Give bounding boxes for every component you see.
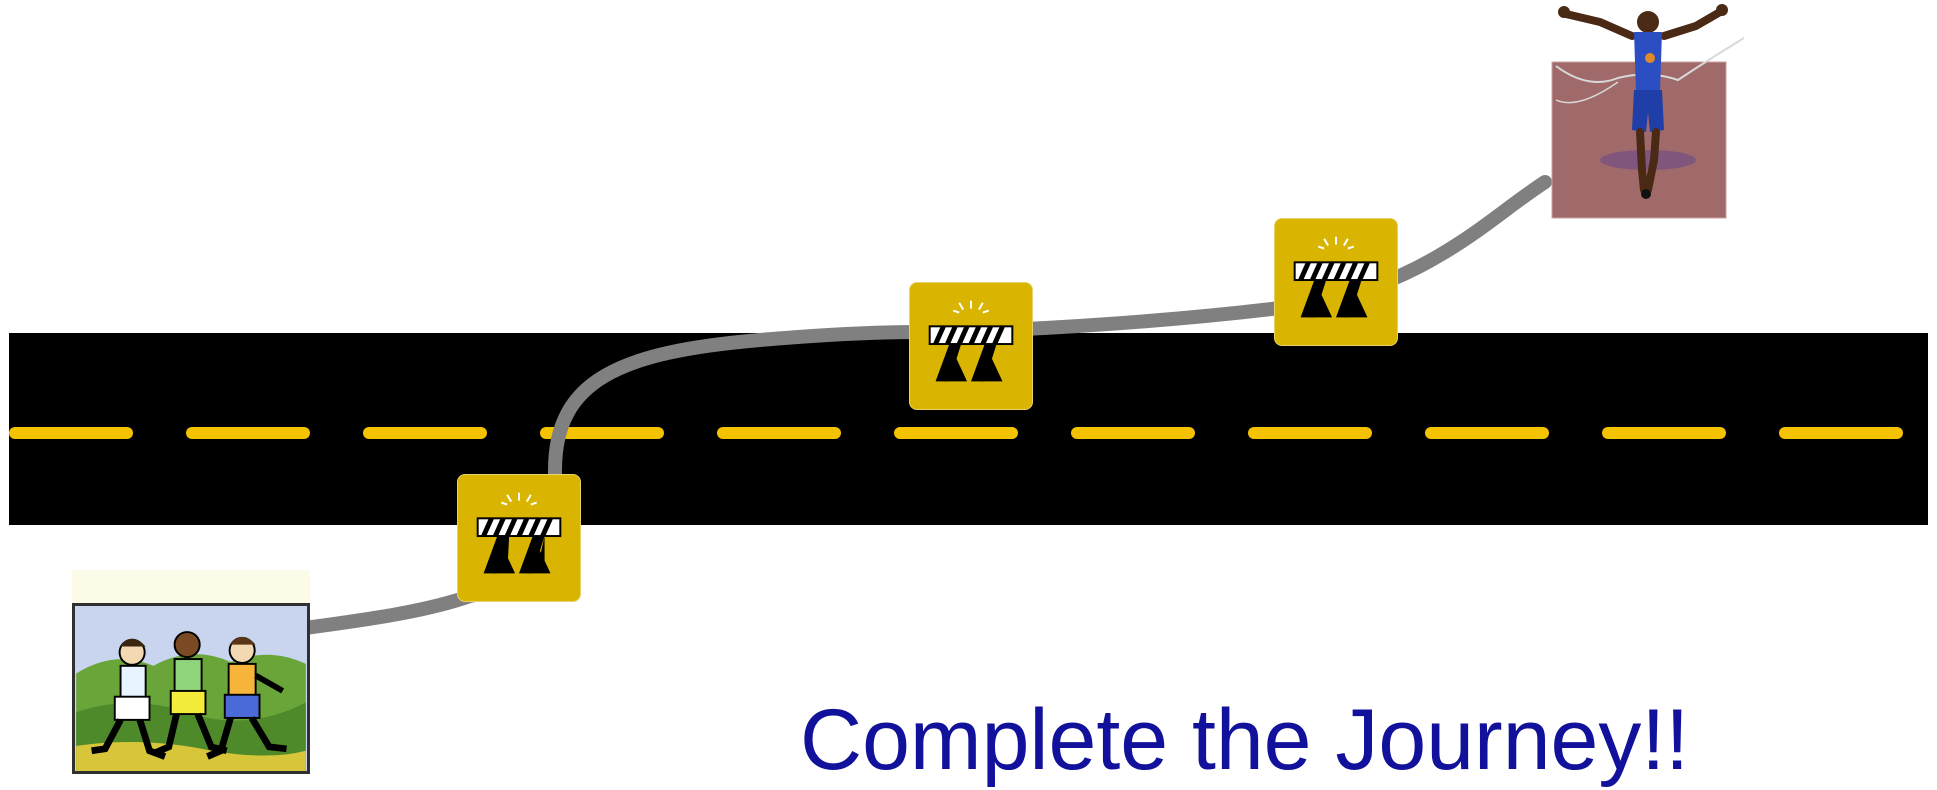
road-barrier-icon [909, 282, 1033, 410]
caption-title: Complete the Journey!! [800, 690, 1689, 790]
finish-line-runner-icon [1548, 0, 1748, 222]
road-barrier-icon [1274, 218, 1398, 346]
road-barrier-icon [457, 474, 581, 602]
start-highlight [72, 570, 310, 606]
runners-group-icon [72, 603, 310, 774]
